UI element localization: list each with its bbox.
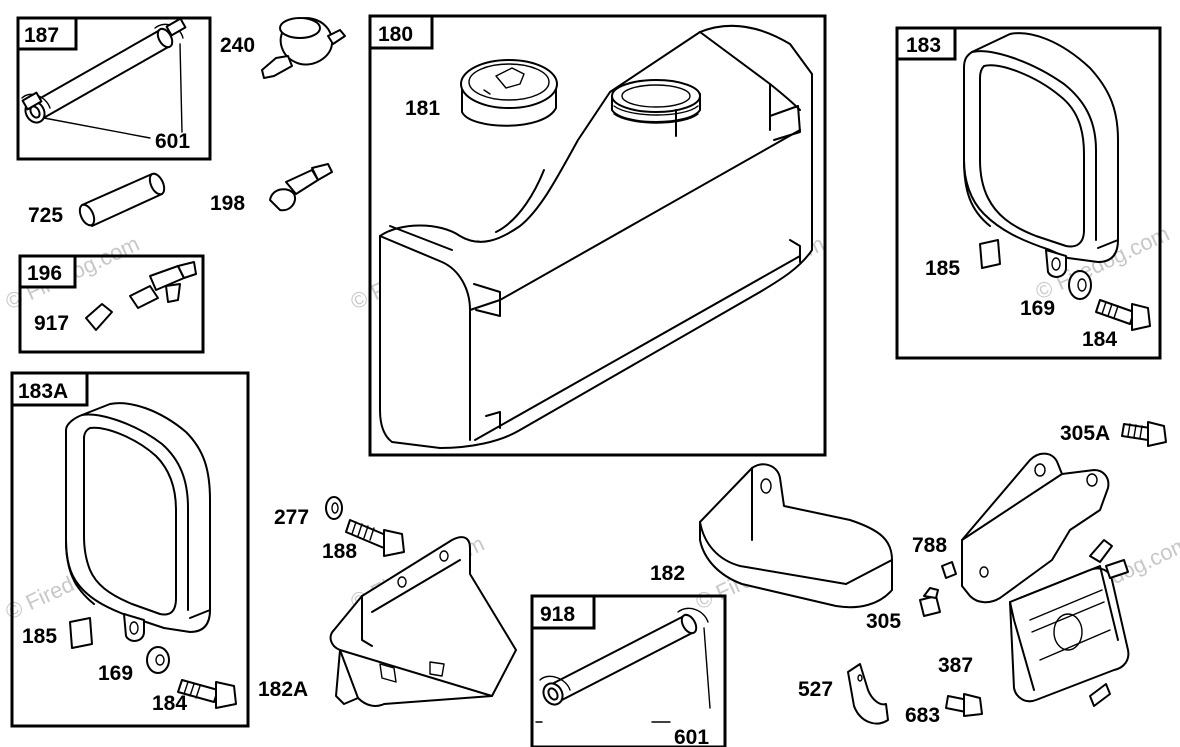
fuel-tank-180 xyxy=(379,24,813,449)
label-527: 527 xyxy=(798,678,833,701)
label-601-top: 601 xyxy=(155,130,190,153)
box-180-frame xyxy=(368,14,827,457)
label-305: 305 xyxy=(866,610,901,633)
label-601-bottom: 601 xyxy=(674,726,709,747)
box-183-tag xyxy=(895,26,957,61)
valve-198: 198 xyxy=(210,163,333,215)
label-185-bottom: 185 xyxy=(22,625,57,648)
bolt-184-bottom xyxy=(177,679,237,709)
fuel-pump-387 xyxy=(1009,539,1130,707)
tank-strap-183A xyxy=(65,402,211,642)
label-182A: 182A xyxy=(258,678,308,701)
group-918: 918 601 xyxy=(530,594,727,747)
group-180: 180 181 xyxy=(368,14,827,457)
label-683: 683 xyxy=(905,704,940,727)
nut-185 xyxy=(979,239,1001,269)
box-918-label: 918 xyxy=(540,603,575,626)
label-184-bottom: 184 xyxy=(152,692,187,715)
label-181: 181 xyxy=(405,97,440,120)
fitting-196 xyxy=(129,261,197,309)
box-183-frame xyxy=(895,26,1162,360)
washer-169-bottom xyxy=(146,646,170,674)
box-196-frame xyxy=(18,254,205,354)
screw-683 xyxy=(945,693,983,717)
label-182: 182 xyxy=(650,562,685,585)
clip-917 xyxy=(85,303,113,331)
bracket-182A xyxy=(329,536,517,707)
bolt-188 xyxy=(345,519,405,557)
washer-277 xyxy=(325,496,343,520)
fuel-cap-181 xyxy=(460,59,558,127)
fuel-line-187 xyxy=(21,17,187,124)
group-183: 183 185 169 184 xyxy=(895,26,1162,360)
box-196-label: 196 xyxy=(27,262,62,285)
nut-788 xyxy=(941,561,957,579)
box-187-label: 187 xyxy=(24,24,59,47)
box-183-label: 183 xyxy=(906,34,941,57)
screw-305 xyxy=(919,587,941,617)
box-918-frame xyxy=(530,594,727,747)
bracket-788 xyxy=(961,452,1110,604)
label-188: 188 xyxy=(322,540,357,563)
hose-725: 725 xyxy=(28,172,166,227)
box-187-tag xyxy=(16,16,78,51)
box-180-tag xyxy=(368,14,434,50)
label-917: 917 xyxy=(34,312,69,335)
label-169-top: 169 xyxy=(1020,297,1055,320)
box-196-tag xyxy=(18,254,77,289)
label-198: 198 xyxy=(210,192,245,215)
label-788: 788 xyxy=(912,534,947,557)
washer-169-top xyxy=(1068,270,1092,300)
box-918-tag xyxy=(530,594,596,630)
heat-shield-182 xyxy=(699,463,893,609)
label-725: 725 xyxy=(28,204,63,227)
clip-527 xyxy=(847,663,889,725)
bolt-305A xyxy=(1121,421,1167,447)
box-183A-label: 183A xyxy=(18,380,68,403)
label-277: 277 xyxy=(274,506,309,529)
fuel-line-918 xyxy=(539,607,709,706)
bolt-184-top xyxy=(1095,299,1151,331)
label-305A: 305A xyxy=(1060,422,1110,445)
nut-185-bottom xyxy=(69,617,93,649)
label-185-top: 185 xyxy=(925,257,960,280)
fuel-filter-240: 240 xyxy=(220,17,346,79)
tank-strap-183 xyxy=(963,32,1119,278)
label-169-bottom: 169 xyxy=(98,662,133,685)
group-187: 187 601 xyxy=(16,16,212,161)
group-183A: 183A 185 169 184 xyxy=(10,371,250,728)
box-183A-frame xyxy=(10,371,250,728)
label-240: 240 xyxy=(220,34,255,57)
group-196: 196 917 xyxy=(18,254,205,354)
label-387: 387 xyxy=(938,654,973,677)
label-184-top: 184 xyxy=(1082,328,1117,351)
box-180-label: 180 xyxy=(378,23,413,46)
box-183A-tag xyxy=(10,371,89,407)
box-187-frame xyxy=(16,16,212,161)
